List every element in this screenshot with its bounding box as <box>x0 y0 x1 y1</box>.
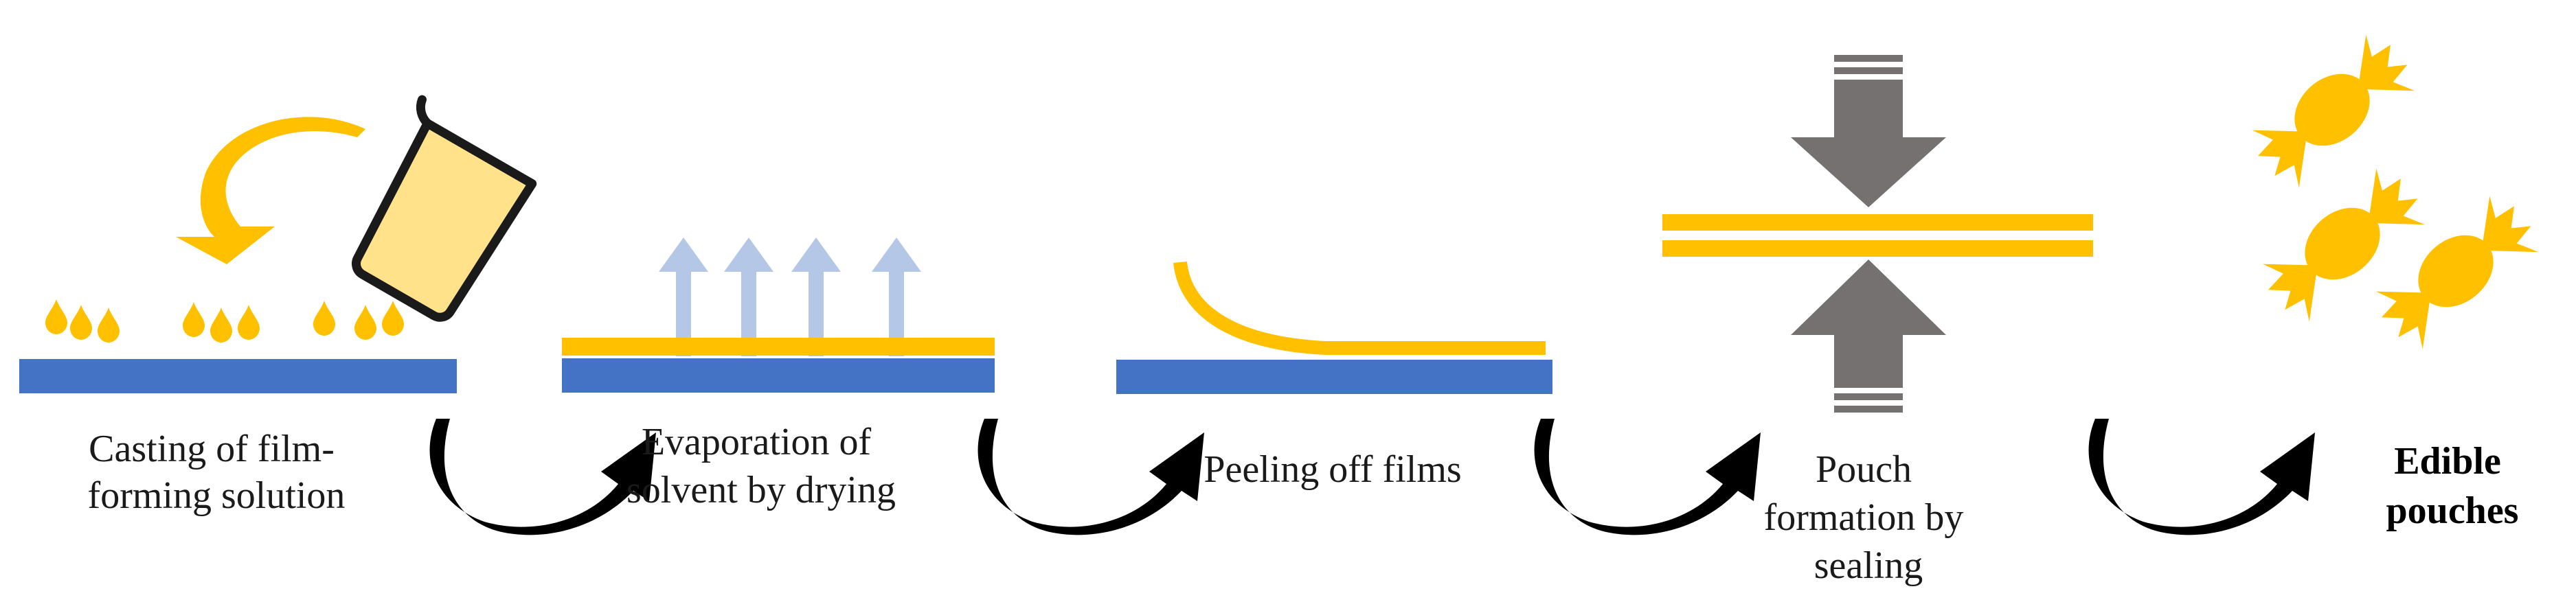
curved-transition-arrow-icon <box>1534 419 1761 535</box>
drop-icon <box>382 301 404 336</box>
peeling-plate <box>1116 360 1552 394</box>
top-film-sheet <box>1662 214 2093 231</box>
press-arrow-icon <box>1791 259 1946 413</box>
drop-icon <box>70 305 92 340</box>
step-sealing-label: Pouch formation by sealing <box>1764 448 1974 587</box>
step-sealing: Pouch formation by sealing <box>1662 55 2093 587</box>
drop-icon <box>210 308 232 343</box>
candy-pouch-icon <box>2243 27 2424 195</box>
casting-plate <box>19 359 457 393</box>
step-pouches-label: Edible pouches <box>2386 440 2519 532</box>
drop-icon <box>354 305 376 340</box>
drops <box>45 299 404 343</box>
drop-icon <box>313 301 335 336</box>
step-casting: Casting of film- forming solution <box>19 95 537 517</box>
step-evaporation-label: Evaporation of solvent by drying <box>626 421 896 511</box>
curved-transition-arrow-icon <box>978 419 1204 535</box>
bottom-film-sheet <box>1662 240 2093 257</box>
step-pouches: Edible pouches <box>2243 27 2547 532</box>
drop-icon <box>238 305 260 340</box>
drop-icon <box>45 299 67 334</box>
beaker-icon <box>352 95 537 322</box>
peeling-film <box>1173 261 1546 355</box>
step-casting-label: Casting of film- forming solution <box>88 428 346 517</box>
step-peeling-label: Peeling off films <box>1204 448 1461 491</box>
curved-pour-arrow-icon <box>176 117 365 264</box>
drop-icon <box>98 308 120 343</box>
step-evaporation: Evaporation of solvent by drying <box>562 238 995 511</box>
press-arrow-icon <box>1791 55 1946 207</box>
drying-plate <box>562 358 995 393</box>
step-peeling: Peeling off films <box>1116 261 1552 491</box>
drop-icon <box>183 302 205 337</box>
curved-transition-arrow-icon <box>2088 419 2315 535</box>
curved-transition-arrow-icon <box>429 419 656 535</box>
dried-film <box>562 338 995 356</box>
